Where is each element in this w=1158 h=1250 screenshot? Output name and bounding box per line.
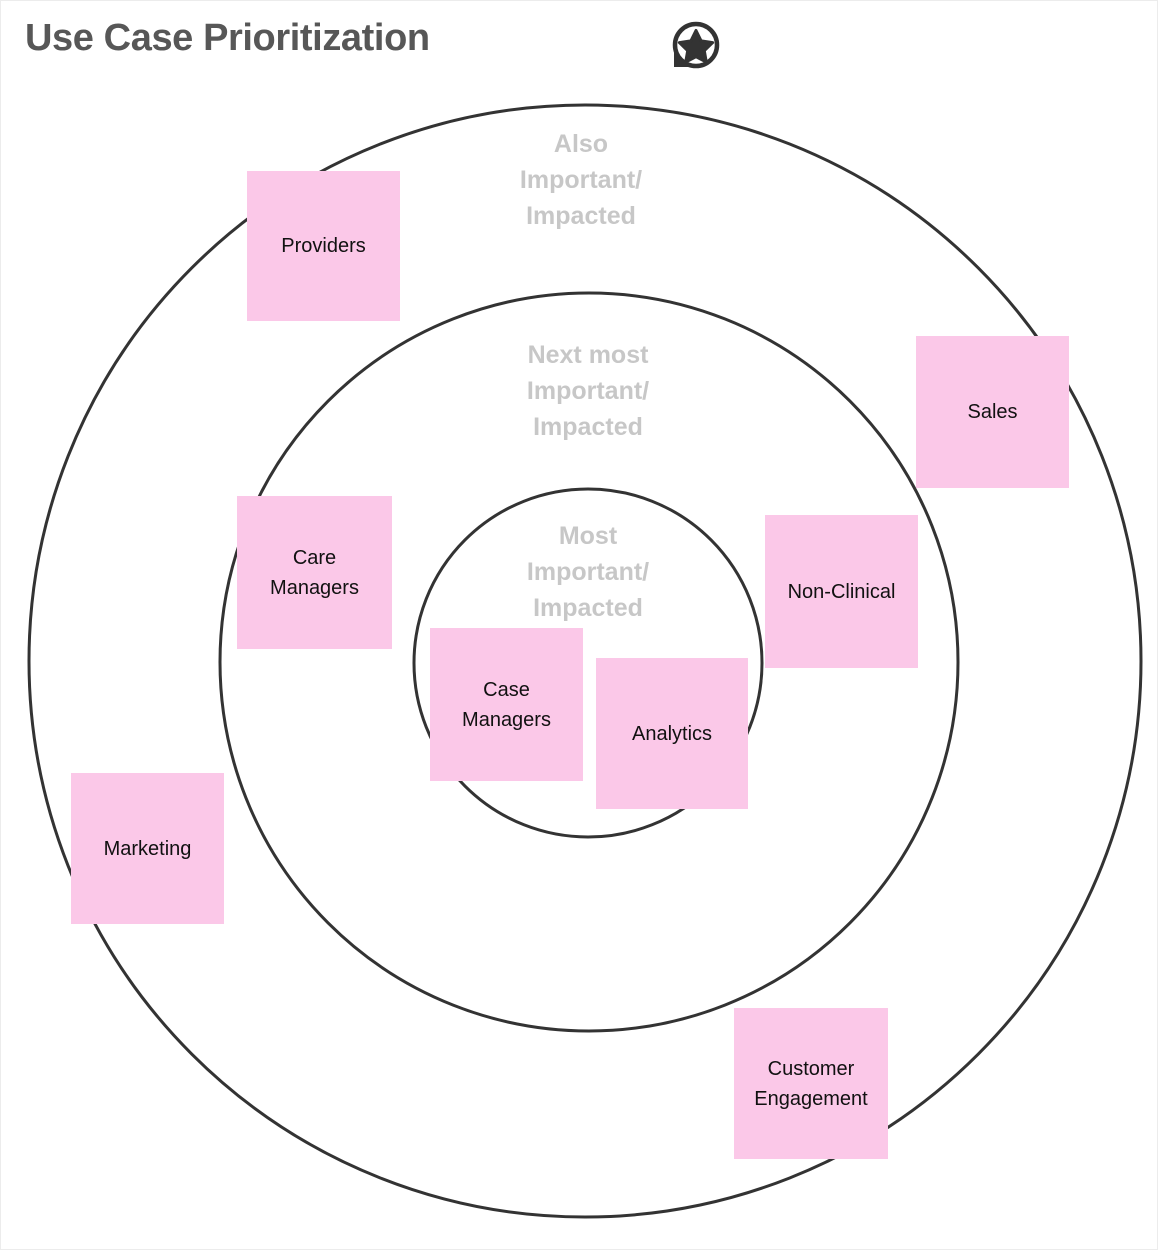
sticky-note-label: Sales — [967, 401, 1018, 423]
sticky-note-sales[interactable]: Sales — [916, 336, 1069, 488]
sticky-note-case-managers[interactable]: Case Managers — [430, 628, 583, 781]
sticky-note-label: Providers — [281, 235, 366, 257]
ring-label-inner: Most Important/ Impacted — [526, 522, 650, 622]
page-title: Use Case Prioritization — [25, 17, 430, 59]
ring-outer — [27, 103, 1143, 1219]
ring-inner — [412, 487, 764, 839]
sticky-note-label: Customer Engagement — [754, 1057, 868, 1110]
sticky-note-analytics[interactable]: Analytics — [596, 658, 748, 809]
header: Use Case Prioritization — [1, 1, 1157, 89]
sticky-note-customer-engagement[interactable]: Customer Engagement — [734, 1008, 888, 1159]
sticky-note-label: Analytics — [631, 722, 713, 745]
sticky-note-label: Care Managers — [270, 546, 359, 599]
sticky-note-marketing[interactable]: Marketing — [71, 773, 224, 924]
ring-label-outer: Also Important/ Impacted — [519, 130, 643, 230]
ring-middle — [218, 291, 960, 1033]
sticky-note-providers[interactable]: Providers — [247, 171, 400, 321]
sticky-note-label: Non-Clinical — [787, 580, 896, 603]
sticky-note-care-managers[interactable]: Care Managers — [237, 496, 392, 649]
star-badge-icon[interactable] — [668, 17, 724, 73]
sticky-note-non-clinical[interactable]: Non-Clinical — [765, 515, 918, 668]
sticky-note-label: Case Managers — [462, 678, 551, 731]
sticky-note-label: Marketing — [103, 837, 192, 860]
ring-label-middle: Next most Important/ Impacted — [526, 341, 650, 441]
